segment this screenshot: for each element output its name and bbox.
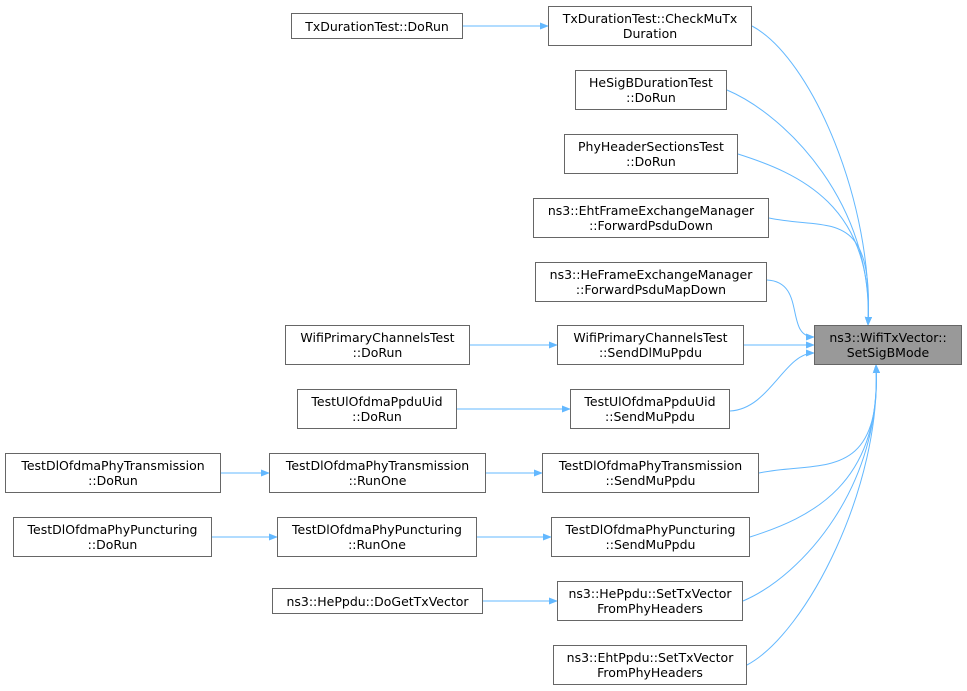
node-label-line: ns3::HePpdu::SetTxVector [568, 586, 732, 601]
edge-n-ul-send-to-target [729, 349, 815, 412]
graph-node-target[interactable]: ns3::WifiTxVector::SetSigBMode [814, 325, 962, 365]
edge-n-phyheader-to-target [737, 153, 872, 326]
edge-n-eht-fwd-to-target [768, 217, 872, 326]
node-label-line: TestDlOfdmaPhyPuncturing [27, 522, 198, 537]
edge-n-dlpunc-send-to-target [749, 364, 880, 538]
node-label-line: ::DoRun [626, 90, 676, 105]
node-label-line: ::SendDlMuPpdu [598, 345, 703, 360]
node-label-line: FromPhyHeaders [597, 601, 703, 616]
node-label-line: ::DoRun [626, 154, 676, 169]
node-label-line: TxDurationTest::CheckMuTx [562, 11, 738, 26]
node-label-line: ::DoRun [87, 537, 138, 552]
node-label-line: ns3::WifiTxVector:: [829, 330, 947, 345]
node-label-line: ::RunOne [348, 537, 406, 552]
node-label-line: ns3::EhtPpdu::SetTxVector [566, 650, 734, 665]
graph-node-n-dltx-runone[interactable]: TestDlOfdmaPhyTransmission::RunOne [269, 453, 486, 493]
graph-node-n-he-fwd[interactable]: ns3::HeFrameExchangeManager::ForwardPsdu… [535, 262, 767, 302]
node-label-line: FromPhyHeaders [597, 665, 703, 680]
graph-node-n-dlpunc-dorun[interactable]: TestDlOfdmaPhyPuncturing::DoRun [13, 517, 212, 557]
node-label-line: ::DoRun [352, 345, 403, 360]
edge-n-dltx-send-to-target [758, 364, 880, 474]
graph-node-n-hesigb[interactable]: HeSigBDurationTest::DoRun [575, 70, 727, 110]
graph-node-n-txdur-dorun[interactable]: TxDurationTest::DoRun [291, 13, 463, 39]
node-label-line: ::DoRun [352, 409, 402, 424]
node-label-line: ns3::HeFrameExchangeManager [549, 267, 753, 282]
node-label-line: SetSigBMode [846, 345, 930, 360]
node-label-line: TestDlOfdmaPhyTransmission [558, 458, 743, 473]
node-label-line: TestDlOfdmaPhyTransmission [285, 458, 470, 473]
graph-node-n-dltx-send[interactable]: TestDlOfdmaPhyTransmission::SendMuPpdu [542, 453, 759, 493]
node-label-line: PhyHeaderSectionsTest [578, 139, 724, 154]
node-label-line: ::SendMuPpdu [605, 473, 696, 488]
node-label-line: WifiPrimaryChannelsTest [573, 330, 728, 345]
edge-n-ehtppdu-set-to-target [746, 364, 880, 666]
graph-node-n-ul-send[interactable]: TestUlOfdmaPpduUid::SendMuPpdu [570, 389, 730, 429]
node-label-line: ::RunOne [348, 473, 407, 488]
node-label-line: ns3::EhtFrameExchangeManager [547, 203, 755, 218]
graph-node-n-wpc-send[interactable]: WifiPrimaryChannelsTest::SendDlMuPpdu [557, 325, 744, 365]
node-label-line: ::ForwardPsduDown [589, 218, 713, 233]
node-label-line: TestUlOfdmaPpduUid [584, 394, 716, 409]
graph-node-n-heppdu-get[interactable]: ns3::HePpdu::DoGetTxVector [272, 588, 483, 614]
node-label-line: ::SendMuPpdu [605, 537, 696, 552]
node-label-line: ::DoRun [88, 473, 138, 488]
graph-node-n-dlpunc-runone[interactable]: TestDlOfdmaPhyPuncturing::RunOne [277, 517, 477, 557]
edge-n-heppdu-set-to-target [742, 364, 880, 602]
edge-n-he-fwd-to-target [766, 279, 815, 341]
node-label-line: Duration [622, 26, 678, 41]
node-label-line: TestDlOfdmaPhyTransmission [21, 458, 205, 473]
node-label-line: ns3::HePpdu::DoGetTxVector [286, 593, 469, 609]
node-label-line: HeSigBDurationTest [589, 75, 713, 90]
node-label-line: WifiPrimaryChannelsTest [300, 330, 455, 345]
graph-node-n-phyheader[interactable]: PhyHeaderSectionsTest::DoRun [564, 134, 738, 174]
node-label-line: TestDlOfdmaPhyPuncturing [565, 522, 736, 537]
node-label-line: ::SendMuPpdu [605, 409, 695, 424]
graph-node-n-eht-fwd[interactable]: ns3::EhtFrameExchangeManager::ForwardPsd… [533, 198, 769, 238]
node-label-line: TestDlOfdmaPhyPuncturing [292, 522, 462, 537]
graph-node-n-dltx-dorun[interactable]: TestDlOfdmaPhyTransmission::DoRun [5, 453, 221, 493]
graph-node-n-ul-dorun[interactable]: TestUlOfdmaPpduUid::DoRun [297, 389, 457, 429]
node-label-line: ::ForwardPsduMapDown [575, 282, 727, 297]
graph-node-n-wpc-dorun[interactable]: WifiPrimaryChannelsTest::DoRun [285, 325, 470, 365]
graph-node-n-dlpunc-send[interactable]: TestDlOfdmaPhyPuncturing::SendMuPpdu [551, 517, 750, 557]
node-label-line: TxDurationTest::DoRun [305, 18, 449, 34]
node-label-line: TestUlOfdmaPpduUid [311, 394, 443, 409]
